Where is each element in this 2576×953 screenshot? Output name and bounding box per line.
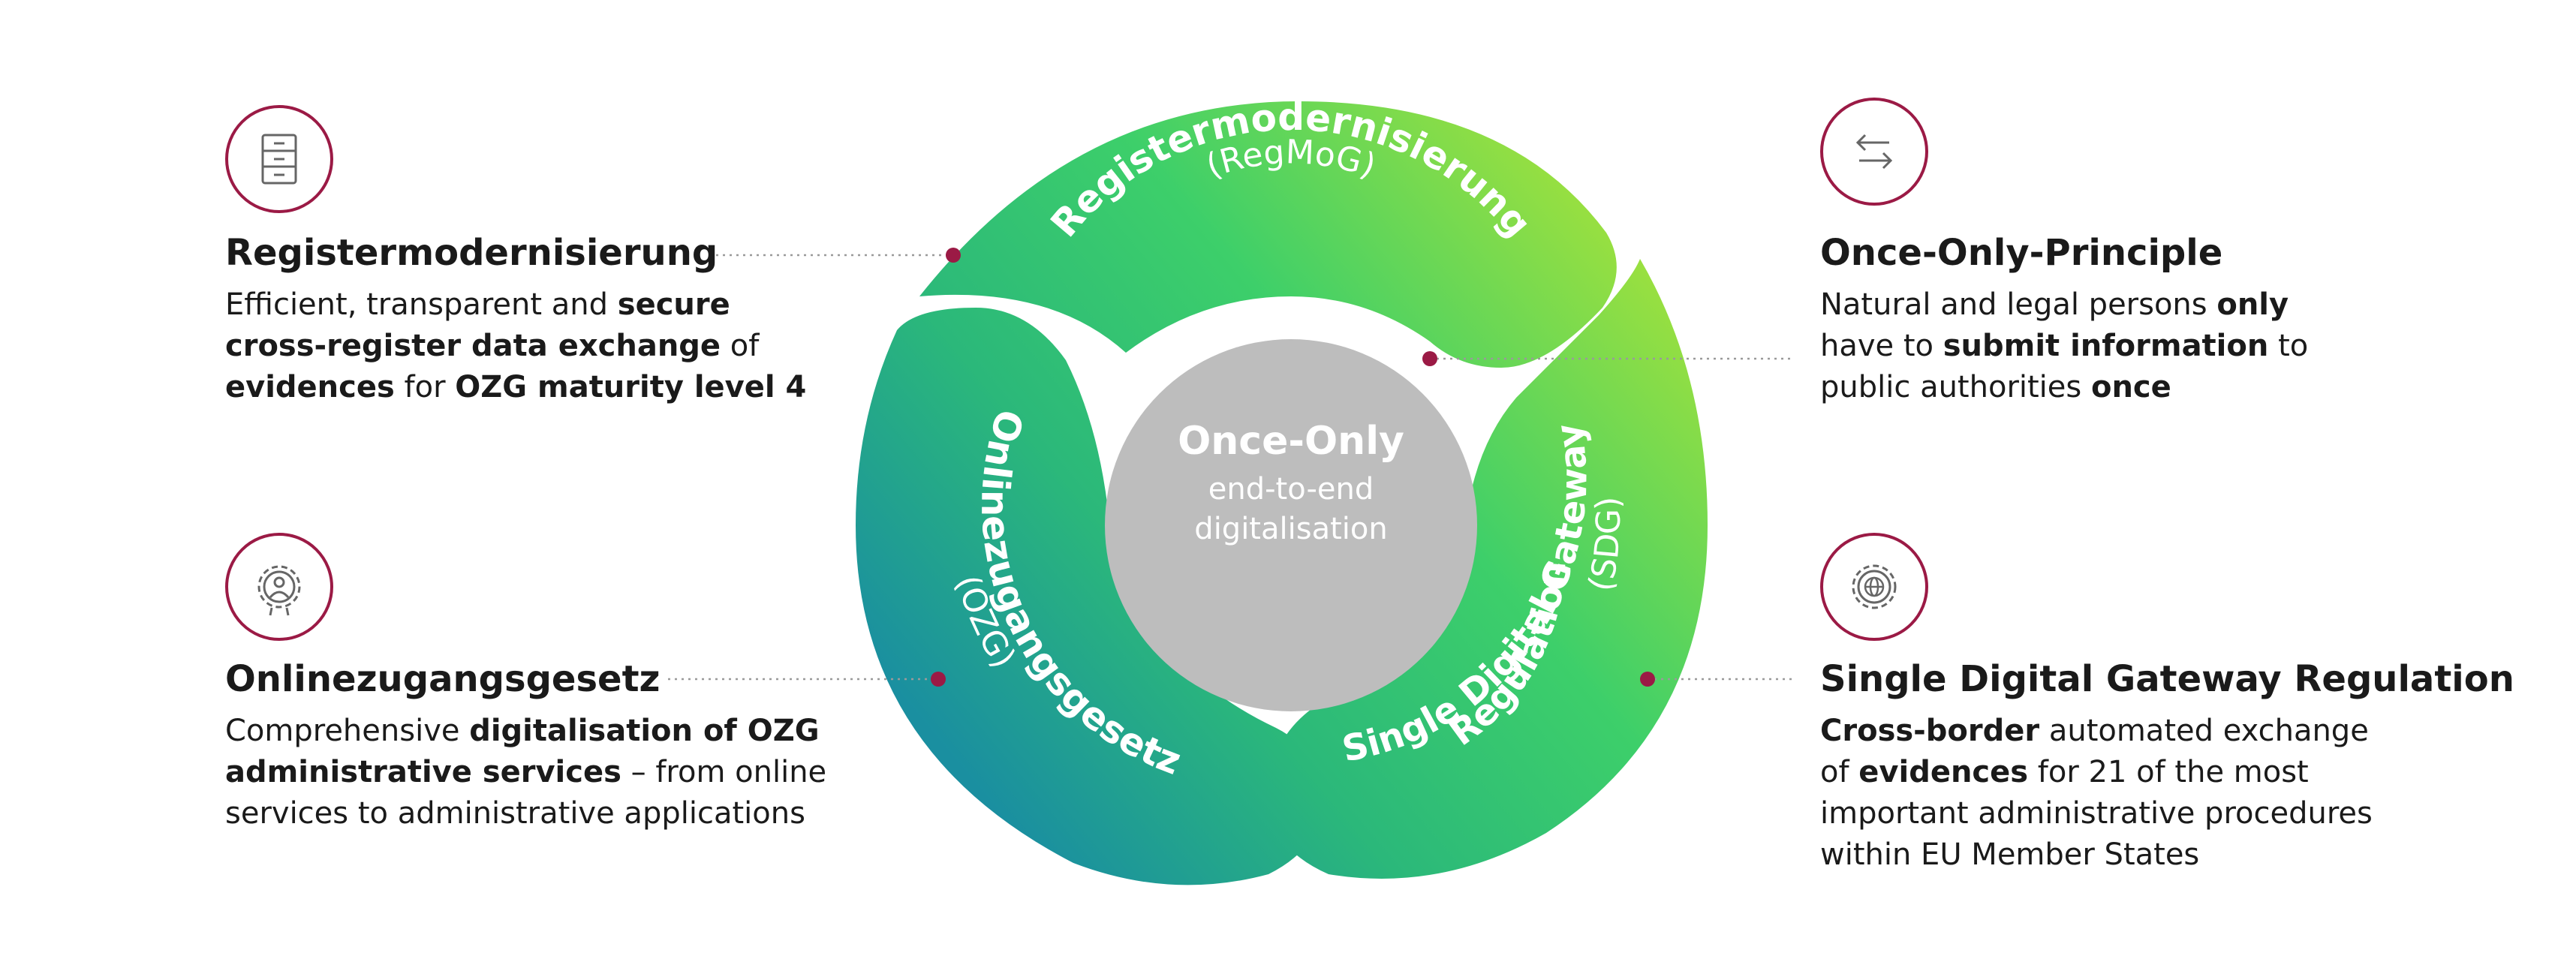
desc-line: Comprehensive digitalisation of OZG [225,711,826,752]
desc-segment-bold: evidences [1858,755,2029,789]
desc-segment-bold: OZG maturity level 4 [455,370,807,404]
ring-segment-ozg [856,308,1321,885]
gear-person-icon [257,565,301,616]
block-onceonly: Once-Only-Principle Natural and legal pe… [1820,230,2308,408]
desc-line: cross-register data exchange of [225,326,806,367]
desc-line: public authorities once [1820,367,2308,408]
desc-segment-bold: digitalisation of OZG [469,714,820,748]
desc-segment: within EU Member States [1820,837,2200,872]
desc-segment-bold: submit information [1943,329,2269,363]
file-cabinet-icon [261,134,297,185]
desc-segment: public authorities [1820,370,2091,404]
desc-segment-bold: administrative services [225,755,621,789]
desc-line: have to submit information to [1820,326,2308,367]
desc-segment: services to administrative applications [225,796,805,831]
block-sdg: Single Digital Gateway Regulation Cross-… [1820,657,2514,876]
gear-globe-icon [1852,564,1897,609]
desc-segment: Efficient, transparent and [225,287,618,322]
desc-segment: for [394,370,456,404]
block-onceonly-heading: Once-Only-Principle [1820,232,2223,274]
block-regmog-desc: Efficient, transparent and secure cross-… [225,284,806,408]
exchange-arrows-icon-circle [1820,98,1928,206]
desc-segment: important administrative procedures [1820,796,2373,831]
ring-segment-regmog [919,101,1617,368]
desc-segment: to [2268,329,2309,363]
desc-segment: of [721,329,760,363]
desc-segment-bold: once [2090,370,2171,404]
desc-line: Efficient, transparent and secure [225,284,806,326]
desc-line: important administrative procedures [1820,793,2514,834]
file-cabinet-icon-circle [225,105,333,213]
desc-segment: for 21 of the most [2028,755,2309,789]
desc-segment-bold: evidences [225,370,395,404]
block-ozg: Onlinezugangsgesetz Comprehensive digita… [225,657,826,834]
block-regmog: Registermodernisierung Efficient, transp… [225,230,806,408]
desc-segment-bold: Cross-border [1820,714,2040,748]
exchange-arrows-icon [1855,134,1893,170]
desc-segment: automated exchange [2039,714,2369,748]
desc-line: Cross-border automated exchange [1820,711,2514,752]
connector-dot-sdg [1640,672,1655,687]
block-ozg-desc: Comprehensive digitalisation of OZG admi… [225,711,826,834]
center-title: Once-Only [1178,419,1404,464]
gear-person-icon-circle [225,533,333,641]
desc-segment: Natural and legal persons [1820,287,2217,322]
block-sdg-heading: Single Digital Gateway Regulation [1820,658,2514,700]
desc-line: evidences for OZG maturity level 4 [225,367,806,408]
connector-dot-onceonly [1422,351,1437,366]
desc-segment-bold: only [2216,287,2289,322]
block-regmog-heading: Registermodernisierung [225,232,718,274]
center-line1: end-to-end [1208,472,1374,507]
desc-segment-bold: cross-register data exchange [225,329,721,363]
desc-segment: Comprehensive [225,714,470,748]
block-onceonly-desc: Natural and legal persons only have to s… [1820,284,2308,408]
desc-line: of evidences for 21 of the most [1820,752,2514,793]
ring-segment-sdg [1268,259,1708,879]
center-line2: digitalisation [1194,512,1387,546]
center-circle [1105,339,1477,711]
desc-segment: have to [1820,329,1943,363]
connector-dot-ozg [931,672,946,687]
desc-line: administrative services – from online [225,752,826,793]
desc-line: Natural and legal persons only [1820,284,2308,326]
desc-segment: of [1820,755,1859,789]
desc-segment-bold: secure [617,287,730,322]
connector-dot-regmog [946,248,961,263]
block-ozg-heading: Onlinezugangsgesetz [225,658,661,700]
desc-line: within EU Member States [1820,834,2514,876]
gear-globe-icon-circle [1820,533,1928,641]
desc-segment: – from online [621,755,827,789]
desc-line: services to administrative applications [225,793,826,834]
block-sdg-desc: Cross-border automated exchange of evide… [1820,711,2514,876]
